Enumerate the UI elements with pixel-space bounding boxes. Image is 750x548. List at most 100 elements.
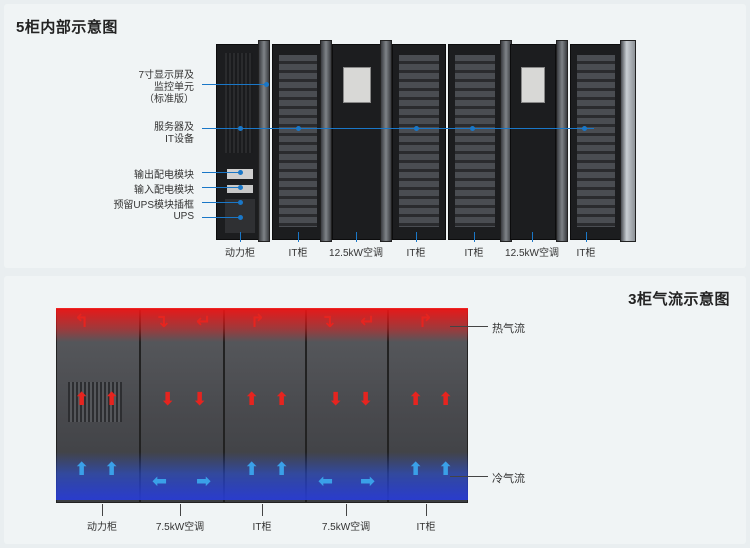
arrow-up-icon: ⬆ (408, 389, 424, 409)
hot-air-band (56, 308, 468, 342)
curl-arrow-icon: ↵ (196, 311, 212, 331)
leader-output (202, 172, 240, 173)
arrow-up-icon: ⬆ (104, 459, 120, 479)
ac-cabinet-2-body (510, 44, 556, 240)
curl-arrow-icon: ↱ (418, 311, 434, 331)
door-6 (620, 40, 636, 242)
leader-dot (414, 126, 419, 131)
it-cabinet-4-body (570, 44, 622, 240)
leader-ups-frame (202, 202, 240, 203)
leader-dot (238, 170, 243, 175)
leader-dot (238, 185, 243, 190)
arrow-up-icon: ⬆ (438, 389, 454, 409)
top-cabinet-label-0: 动力柜 (225, 248, 255, 259)
ac-unit (521, 67, 545, 103)
cold-air-band (56, 452, 468, 500)
label-ups: UPS (173, 211, 194, 222)
label-output-module: 输出配电模块 (134, 170, 194, 181)
it-cabinet-3-body (448, 44, 502, 240)
label-hot-air: 热气流 (492, 323, 525, 335)
curl-arrow-icon: ↰ (74, 311, 90, 331)
tick (532, 232, 533, 242)
power-cabinet-grille (68, 382, 122, 422)
top-cabinet-label-5: 12.5kW空调 (505, 248, 559, 259)
curl-arrow-icon: ↴ (154, 311, 170, 331)
tick (262, 504, 263, 516)
label-servers-line2: IT设备 (165, 134, 194, 145)
tick (426, 504, 427, 516)
leader-dot (238, 126, 243, 131)
top-cabinet-label-2: 12.5kW空调 (329, 248, 383, 259)
top-cabinet-label-6: IT柜 (576, 248, 596, 259)
leader-dot (582, 126, 587, 131)
door-3 (380, 40, 392, 242)
arrow-up-icon: ⬆ (74, 459, 90, 479)
ac-unit (343, 67, 371, 103)
label-input-module: 输入配电模块 (134, 185, 194, 196)
arrow-left-icon: ⬅ (318, 471, 334, 491)
arrow-up-icon: ⬆ (408, 459, 424, 479)
top-cabinet-label-4: IT柜 (464, 248, 484, 259)
tick (240, 232, 241, 242)
label-ups-frame: 预留UPS模块插框 (113, 200, 194, 211)
bottom-cabinet-label-1: 7.5kW空调 (155, 522, 205, 533)
arrow-right-icon: ➡ (360, 471, 376, 491)
label-servers-line1: 服务器及 (154, 122, 194, 133)
arrow-right-icon: ➡ (196, 471, 212, 491)
arrow-up-icon: ⬆ (244, 389, 260, 409)
leader-dot (296, 126, 301, 131)
tick (180, 504, 181, 516)
tick (356, 232, 357, 242)
arrow-down-icon: ⬇ (358, 389, 374, 409)
leader-dot (470, 126, 475, 131)
tick (586, 232, 587, 242)
top-cabinet-label-3: IT柜 (406, 248, 426, 259)
bottom-cabinet-label-3: 7.5kW空调 (321, 522, 371, 533)
tick (102, 504, 103, 516)
bottom-panel: 3柜气流示意图 ⬆ ⬆ ⬇ ⬇ ⬆ ⬆ ⬇ ⬇ ⬆ ⬆ ↰ ↴ ↵ ↱ ↴ ↵ … (4, 276, 746, 544)
door-5 (556, 40, 568, 242)
arrow-up-icon: ⬆ (74, 389, 90, 409)
bottom-cabinet-label-4: IT柜 (416, 522, 436, 533)
top-title: 5柜内部示意图 (16, 19, 118, 36)
power-cabinet-body (216, 44, 262, 240)
label-cold-air: 冷气流 (492, 473, 525, 485)
arrow-up-icon: ⬆ (274, 459, 290, 479)
rack-grid (577, 55, 615, 227)
curl-arrow-icon: ↴ (320, 311, 336, 331)
ac-cabinet-1-body (332, 44, 382, 240)
arrow-up-icon: ⬆ (104, 389, 120, 409)
arrow-down-icon: ⬇ (328, 389, 344, 409)
arrow-up-icon: ⬆ (244, 459, 260, 479)
leader-dot (238, 215, 243, 220)
leader-display (202, 84, 266, 85)
it-cabinet-2-body (392, 44, 446, 240)
arrow-left-icon: ⬅ (152, 471, 168, 491)
leader-input (202, 187, 240, 188)
door-1 (258, 40, 270, 242)
leader-cold (450, 476, 488, 477)
label-display-line1: 7寸显示屏及 (138, 70, 194, 81)
rack-grid (455, 55, 495, 227)
leader-dot (264, 82, 269, 87)
it-cabinet-1-body (272, 44, 324, 240)
leader-dot (238, 200, 243, 205)
door-2 (320, 40, 332, 242)
curl-arrow-icon: ↵ (360, 311, 376, 331)
leader-ups (202, 217, 240, 218)
tick (416, 232, 417, 242)
top-cabinet-label-1: IT柜 (288, 248, 308, 259)
bottom-cabinet-label-2: IT柜 (252, 522, 272, 533)
rack-grid (399, 55, 439, 227)
arrow-up-icon: ⬆ (274, 389, 290, 409)
top-panel: 5柜内部示意图 7寸显示屏及 监控单元 （标准版） 服务器及 IT设备 输出配电 (4, 4, 746, 268)
arrow-down-icon: ⬇ (192, 389, 208, 409)
bottom-cabinet-label-0: 动力柜 (87, 522, 117, 533)
rack-grid (279, 55, 317, 227)
tick (298, 232, 299, 242)
label-display-line2: 监控单元 (154, 82, 194, 93)
leader-hot (450, 326, 488, 327)
bottom-title: 3柜气流示意图 (628, 291, 730, 308)
leader-servers (202, 128, 594, 129)
arrow-up-icon: ⬆ (438, 459, 454, 479)
